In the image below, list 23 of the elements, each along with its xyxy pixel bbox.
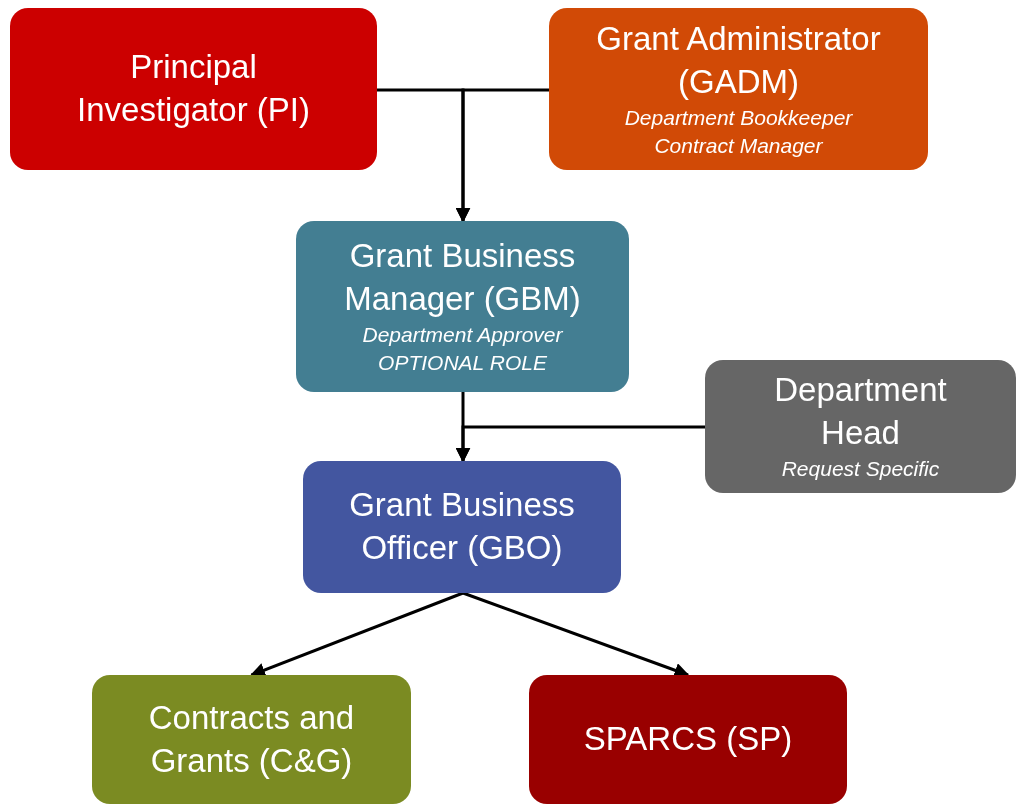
role-note: Department Approver bbox=[362, 322, 563, 349]
role-title: SPARCS (SP) bbox=[583, 719, 793, 760]
arrow bbox=[462, 591, 690, 678]
role-note: OPTIONAL ROLE bbox=[378, 350, 547, 377]
role-title: Contracts and Grants (C&G) bbox=[147, 697, 356, 781]
role-box bbox=[529, 675, 847, 804]
role-box bbox=[92, 675, 411, 804]
arrow bbox=[455, 425, 705, 463]
role-title: Grant Business Officer (GBO) bbox=[348, 485, 576, 568]
role-note: Contract Manager bbox=[654, 132, 823, 159]
arrow bbox=[250, 591, 464, 678]
role-title: Department Head bbox=[773, 370, 948, 454]
role-title: Grant Administrator (GADM) bbox=[595, 18, 882, 102]
role-title: Grant Business Manager (GBM) bbox=[343, 236, 582, 320]
role-box bbox=[549, 8, 928, 170]
arrow bbox=[455, 88, 549, 223]
role-box bbox=[296, 221, 629, 392]
role-box bbox=[705, 360, 1016, 493]
role-note: Department Bookkeeper bbox=[624, 104, 853, 131]
role-box bbox=[10, 8, 377, 170]
role-note: Request Specific bbox=[781, 456, 940, 483]
role-title: Principal Investigator (PI) bbox=[76, 47, 311, 130]
role-box bbox=[303, 461, 621, 593]
